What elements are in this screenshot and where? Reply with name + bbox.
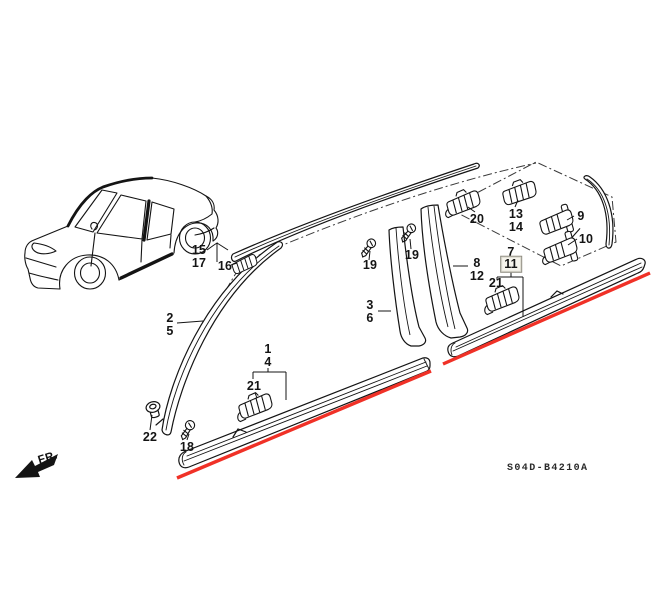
- callout-20[interactable]: 20: [469, 211, 485, 226]
- callout-11-highlighted[interactable]: 11: [500, 255, 522, 273]
- highlight-line-front: [176, 369, 432, 480]
- callout-18[interactable]: 18: [179, 439, 195, 454]
- callout-5[interactable]: 5: [166, 323, 174, 338]
- grommet-22-drawing: [145, 401, 161, 419]
- callout-21-front[interactable]: 21: [246, 378, 262, 393]
- callout-22[interactable]: 22: [142, 429, 158, 444]
- callout-7[interactable]: 7: [507, 244, 515, 259]
- b-pillar-garnish-front-drawing: [388, 226, 427, 347]
- callout-15[interactable]: 15: [191, 242, 207, 257]
- screw-18-drawing: [180, 420, 196, 441]
- callout-1[interactable]: 1: [264, 341, 272, 356]
- front-sill-molding-drawing: [178, 357, 431, 469]
- clip-21-rear-drawing: [484, 285, 520, 316]
- callout-19-rear[interactable]: 19: [404, 247, 420, 262]
- callout-8[interactable]: 8: [473, 255, 481, 270]
- callout-12[interactable]: 12: [469, 268, 485, 283]
- callout-2[interactable]: 2: [166, 310, 174, 325]
- car-illustration: [24, 176, 219, 290]
- callout-19-front[interactable]: 19: [362, 257, 378, 272]
- callout-4[interactable]: 4: [264, 354, 272, 369]
- clip-16-drawing: [231, 254, 258, 275]
- b-pillar-garnish-rear-drawing: [420, 204, 469, 339]
- callout-10[interactable]: 10: [578, 231, 594, 246]
- rear-roof-molding-drawing: [583, 175, 614, 249]
- rear-sill-molding-drawing: [447, 257, 646, 358]
- diagram-part-code: S04D-B4210A: [507, 463, 589, 474]
- screw-19-rear-drawing: [401, 223, 417, 243]
- callout-9[interactable]: 9: [577, 208, 585, 223]
- callout-6[interactable]: 6: [366, 310, 374, 325]
- roof-molding-drawing: [230, 162, 480, 262]
- screw-19-front-drawing: [361, 238, 377, 258]
- highlight-lines: [176, 271, 651, 480]
- clip-9-drawing: [539, 203, 574, 235]
- clip-13-14-drawing: [502, 179, 537, 206]
- highlight-line-rear: [442, 271, 651, 366]
- clip-20-drawing: [445, 189, 481, 219]
- leader-lines: [149, 199, 578, 441]
- clip-21-front-drawing: [237, 392, 273, 423]
- fr-arrow-icon: [15, 454, 58, 478]
- callout-16[interactable]: 16: [217, 258, 233, 273]
- callout-17[interactable]: 17: [191, 255, 207, 270]
- callout-21-rear[interactable]: 21: [488, 275, 504, 290]
- callout-3[interactable]: 3: [366, 297, 374, 312]
- callout-13[interactable]: 13: [508, 206, 524, 221]
- callout-14[interactable]: 14: [508, 219, 524, 234]
